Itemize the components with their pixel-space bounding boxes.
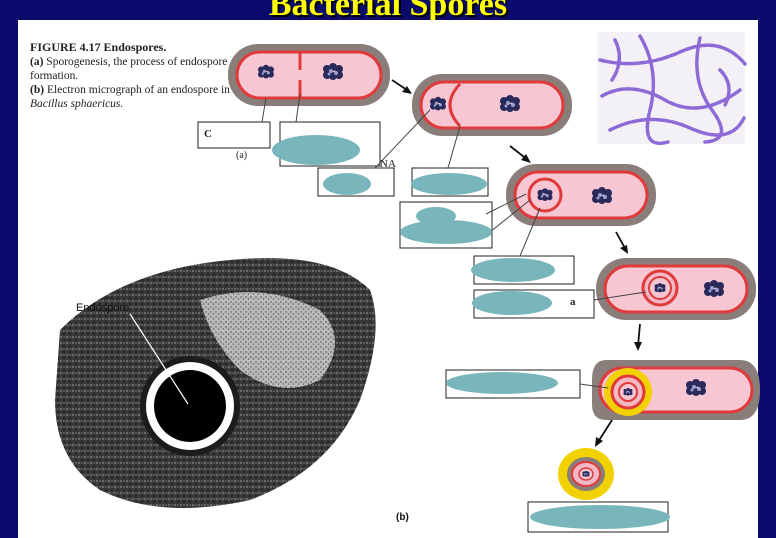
cell-stage-5	[592, 360, 760, 420]
panel-a-label: (a)	[236, 150, 247, 161]
panel-b-label: (b)	[396, 512, 409, 523]
fragment-dna: NA	[380, 158, 396, 170]
cell-stage-2	[412, 74, 572, 136]
light-micrograph	[597, 32, 745, 144]
cell-stage-1	[228, 44, 390, 106]
cell-stage-4	[596, 258, 756, 320]
arrow-5	[595, 420, 612, 447]
cell-stage-3	[506, 164, 656, 226]
electron-micrograph	[50, 245, 378, 530]
arrow-3	[616, 232, 628, 254]
fragment-a: a	[570, 296, 576, 308]
arrow-2	[510, 146, 531, 163]
free-endospore	[558, 448, 614, 500]
endospore-label: Endospore	[76, 302, 129, 314]
arrow-4	[634, 324, 642, 351]
arrow-1	[392, 80, 412, 94]
fragment-c: C	[204, 128, 212, 140]
